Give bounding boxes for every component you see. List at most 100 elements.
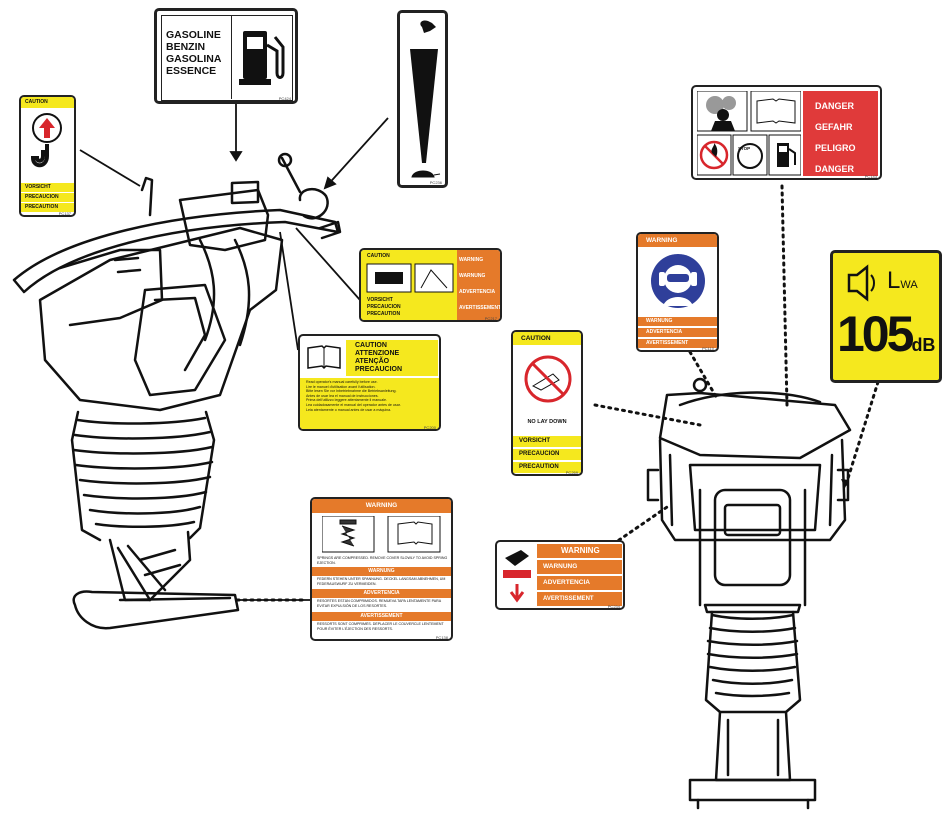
spring-text-es: RESORTES ESTÁN COMPRIMIDOS. REMUEVA TAPA… xyxy=(317,599,441,608)
danger-exhaust-decal: STOP DANGER GEFAHR PELIGRO DANGER PC143 xyxy=(691,85,882,180)
hot-caution-fr: PRECAUTION xyxy=(367,311,401,317)
manual-caution-es: PRECAUCION xyxy=(355,366,403,373)
spring-warning-fr: AVERTISSEMENT xyxy=(312,612,451,621)
lifting-caution-header: CAUTION xyxy=(21,97,74,108)
hot-surface-icon xyxy=(366,263,454,293)
manual-book-icon xyxy=(756,98,796,124)
nolay-caption: NO LAY DOWN xyxy=(527,419,567,425)
manual-body-line: Bitte lesen Sie vor Inbetriebnahme die B… xyxy=(306,389,397,394)
fuel-label-es: GASOLINA xyxy=(166,53,222,65)
spring-warning-es: ADVERTENCIA xyxy=(312,589,451,598)
danger-pictograms xyxy=(697,91,801,176)
fuel-label-list: GASOLINE BENZIN GASOLINA ESSENCE xyxy=(166,29,221,77)
nolay-decal-code: PC269 xyxy=(565,470,578,475)
hot-warning-en: WARNING xyxy=(459,257,484,263)
throttle-wedge xyxy=(410,20,441,178)
fuel-label-de: BENZIN xyxy=(166,41,206,53)
manual-caution-pt: ATENÇÃO xyxy=(355,358,390,365)
throttle-decal: PC236 xyxy=(397,10,448,188)
hot-warning-es: ADVERTENCIA xyxy=(459,289,496,295)
sound-power-number: 105 xyxy=(837,306,914,362)
crush-decal-code: PC234 xyxy=(607,604,620,609)
lifting-decal-code: PC137 xyxy=(58,211,71,216)
ppe-warning-es: ADVERTENCIA xyxy=(638,328,717,337)
read-manual-decal: CAUTION ATTENZIONE ATENÇÃO PRECAUCION Re… xyxy=(298,334,441,431)
lwa-subscript: WA xyxy=(900,279,918,291)
nolay-line-es: PRECAUCION xyxy=(513,449,581,460)
spring-warning-de: WARNUNG xyxy=(312,567,451,576)
lwa-symbol: L xyxy=(887,267,901,294)
rabbit-icon xyxy=(420,20,436,33)
hot-decal-code: PC217 xyxy=(484,316,497,321)
no-lay-down-icon xyxy=(524,355,572,403)
nolay-line-fr: PRECAUTION xyxy=(513,462,581,473)
turtle-icon xyxy=(411,170,441,178)
manual-book-icon xyxy=(307,345,341,370)
fuel-decal-frame xyxy=(161,15,293,101)
spring-text-de: FEDERN STEHEN UNTER SPANNUNG. DECKEL LAN… xyxy=(317,577,446,586)
hot-caution-label: CAUTION xyxy=(367,253,390,259)
hot-warning-fr: AVERTISSEMENT xyxy=(459,305,502,311)
spring-icons xyxy=(322,516,441,553)
manual-caution-it: ATTENZIONE xyxy=(355,350,400,357)
nolay-caution-header: CAUTION xyxy=(513,332,581,345)
manual-body-line: Leia atentamente o manual antes de usar … xyxy=(306,407,392,412)
manual-body-text: Read operator's manual carefully before … xyxy=(306,380,436,412)
crush-warning-en: WARNING xyxy=(537,544,622,558)
fuel-pump-icon xyxy=(239,31,285,85)
ppe-decal-code: PC110 xyxy=(702,346,714,351)
lifting-line-de: VORSICHT xyxy=(21,183,74,192)
ppe-warning-header: WARNING xyxy=(638,234,717,247)
fuel-label-fr: ESSENCE xyxy=(166,65,217,77)
spring-text-en: SPRINGS ARE COMPRESSED. REMOVE COVER SLO… xyxy=(317,556,448,565)
spring-decal-code: PC138 xyxy=(435,635,448,640)
ppe-warning-fr: AVERTISSEMENT xyxy=(638,339,717,348)
manual-body-line: Read operator's manual carefully before … xyxy=(306,380,378,384)
nolay-line-de: VORSICHT xyxy=(513,436,581,447)
manual-caution-en: CAUTION xyxy=(355,342,387,349)
crush-warning-de: WARNUNG xyxy=(537,560,622,574)
sound-power-value: 105dB xyxy=(837,305,935,363)
danger-fr: DANGER xyxy=(815,164,855,174)
hand-crush-icon xyxy=(503,550,531,603)
ppe-warning-decal: WARNING WARNUNG ADVERTENCIA AVERTISSEMEN… xyxy=(636,232,719,352)
danger-es: PELIGRO xyxy=(815,143,856,153)
sound-power-unit: dB xyxy=(911,335,936,355)
ear-eye-protection-icon xyxy=(651,254,705,308)
spring-warning-en: WARNING xyxy=(312,499,451,513)
crush-warning-fr: AVERTISSEMENT xyxy=(537,592,622,606)
manual-body-line: Lire le manuel d'utilisation avant l'uti… xyxy=(306,384,376,389)
lifting-point-decal: CAUTION VORSICHT PRECAUCION PRECAUTION P… xyxy=(19,95,76,217)
spring-text-fr: RESSORTS SONT COMPRIMÉS. DÉPLACER LE COU… xyxy=(317,622,444,631)
manual-header-list: CAUTION ATTENZIONE ATENÇÃO PRECAUCION xyxy=(355,342,402,374)
no-lay-down-decal: CAUTION NO LAY DOWN VORSICHT PRECAUCION … xyxy=(511,330,583,476)
crush-warning-es: ADVERTENCIA xyxy=(537,576,622,590)
lifting-line-fr: PRECAUTION xyxy=(21,203,74,212)
fuel-label-en: GASOLINE xyxy=(166,29,221,41)
engine-stop-icon xyxy=(737,143,763,169)
stop-label: STOP xyxy=(738,146,751,151)
fuel-type-decal: GASOLINE BENZIN GASOLINA ESSENCE PC424 xyxy=(154,8,298,104)
hot-surface-decal: CAUTION VORSICHT PRECAUCION PRECAUTION W… xyxy=(359,248,502,322)
crush-hazard-decal: WARNING WARNUNG ADVERTENCIA AVERTISSEMEN… xyxy=(495,540,625,610)
danger-decal-code: PC143 xyxy=(864,174,877,179)
lifting-line-es: PRECAUCION xyxy=(21,193,74,202)
speaker-icon xyxy=(847,264,875,302)
danger-de: GEFAHR xyxy=(815,122,853,132)
lifting-hook-icon xyxy=(30,113,62,168)
danger-text-list: DANGER GEFAHR PELIGRO DANGER xyxy=(815,96,856,178)
manual-body-line: Antes de usar lea el manual de instrucci… xyxy=(306,393,379,398)
sound-power-decal: LWA 105dB xyxy=(830,250,942,383)
exhaust-fumes-icon xyxy=(706,96,724,114)
fuel-decal-code: PC424 xyxy=(278,96,291,101)
hot-caution-de: VORSICHT xyxy=(367,297,393,303)
manual-body-line: Lea cuidadosamente el manual del operado… xyxy=(306,402,401,407)
spring-warning-decal: WARNING SPRINGS ARE COMPRESSED. REMOVE C… xyxy=(310,497,453,641)
ppe-warning-de: WARNUNG xyxy=(638,317,717,326)
speed-wedge-icon xyxy=(410,49,438,163)
danger-en: DANGER xyxy=(815,101,855,111)
manual-body-line: Prima dell'utilizzo leggere attentamente… xyxy=(306,398,387,403)
lwa-label: LWA xyxy=(887,267,918,295)
